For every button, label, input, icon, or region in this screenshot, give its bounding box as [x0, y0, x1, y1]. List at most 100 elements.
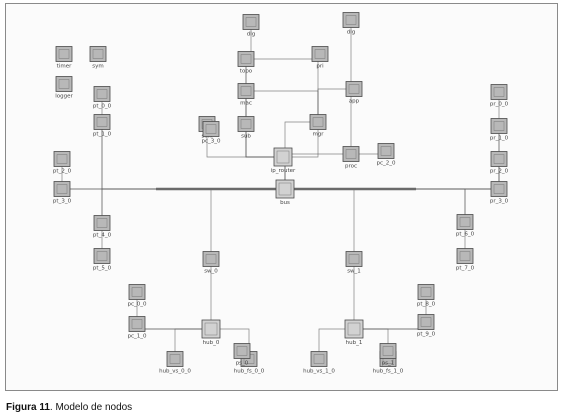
node-box: [490, 84, 508, 100]
node-pr-3-0: pr_3_0: [490, 181, 509, 205]
node-icon: [312, 117, 324, 127]
connector-line: [101, 122, 285, 190]
connector-line: [61, 159, 285, 190]
node-box: [53, 151, 71, 167]
node-label: pr_2_0: [490, 169, 509, 175]
node-icon: [131, 287, 143, 297]
connector-line: [246, 54, 321, 60]
node-icon: [96, 218, 108, 228]
node-label: mac: [240, 101, 252, 107]
node-icon: [56, 154, 68, 164]
connector-line: [354, 322, 427, 330]
node-box: [128, 316, 146, 332]
node-sub: sub: [237, 116, 255, 140]
node-icon: [420, 317, 432, 327]
node-label: mgr: [312, 132, 324, 138]
node-icon: [493, 87, 505, 97]
node-box: [490, 118, 508, 134]
node-icon: [382, 346, 394, 356]
node-icon: [96, 89, 108, 99]
node-label: pt_4_0: [93, 233, 112, 239]
node-label: topo: [240, 69, 253, 75]
node-box: [55, 76, 73, 92]
node-hub-vs-0-0: hub_vs_0_0: [159, 351, 191, 375]
node-label: dlg: [347, 30, 356, 36]
node-box: [202, 121, 220, 137]
figure-frame: dlgdlgtimersymloggertopoprimacappsinksub…: [5, 3, 558, 391]
node-label: app: [349, 99, 360, 105]
node-label: pc_2_0: [376, 161, 396, 167]
connector-line: [285, 188, 466, 256]
node-dlg: dlg: [342, 12, 360, 36]
node-box: [237, 116, 255, 132]
node-box: [456, 214, 474, 230]
node-icon: [420, 287, 432, 297]
node-box: [93, 114, 111, 130]
node-box: [128, 284, 146, 300]
node-label: sym: [92, 64, 103, 70]
node-icon: [459, 217, 471, 227]
node-sw-0: sw_0: [202, 251, 220, 275]
node-box: [456, 248, 474, 264]
node-box: [242, 14, 260, 30]
node-label: dlg: [247, 32, 256, 38]
caption-label: Figura 11: [6, 402, 50, 413]
connector-line: [285, 188, 355, 259]
node-box: [345, 251, 363, 267]
node-pr-1-0: pr_1_0: [490, 118, 509, 142]
node-mac: mac: [237, 83, 255, 107]
node-icon: [96, 251, 108, 261]
node-label: pc_0_0: [127, 302, 147, 308]
connector-line: [101, 188, 285, 223]
node-label: sw_1: [347, 269, 361, 275]
node-label: bus: [280, 200, 290, 206]
node-box: [342, 146, 360, 162]
node-label: pt_9_0: [417, 332, 436, 338]
connector-line: [284, 121, 318, 189]
node-label: hub_0: [203, 340, 220, 346]
node-label: sw_0: [204, 269, 218, 275]
node-label: pri: [316, 64, 324, 70]
node-label: pt_0_0: [93, 104, 112, 110]
connector-line: [246, 90, 319, 122]
node-icon: [236, 346, 248, 356]
node-icon: [205, 254, 217, 264]
node-hub-1: hub_1: [344, 319, 364, 346]
connector-line: [136, 324, 211, 330]
node-label: sub: [241, 134, 251, 140]
node-sym: sym: [89, 46, 107, 70]
node-pt-1-0: pt_1_0: [93, 114, 112, 138]
caption-text: . Modelo de nodos: [49, 402, 133, 413]
node-box: [53, 181, 71, 197]
node-topo: topo: [237, 51, 255, 75]
node-label: pr_0_0: [490, 102, 509, 108]
node-icon: [314, 49, 326, 59]
node-box: [93, 248, 111, 264]
node-box: [311, 46, 329, 62]
node-ip-router: ip_router: [271, 147, 296, 174]
node-icon: [58, 49, 70, 59]
node-ps-1: ps_1: [379, 343, 397, 367]
node-icon: [131, 319, 143, 329]
node-pt-7-0: pt_7_0: [456, 248, 475, 272]
node-box: [377, 143, 395, 159]
connector-line: [136, 292, 211, 330]
node-box: [233, 343, 251, 359]
node-icon: [345, 15, 357, 25]
node-label: hub_vs_0_0: [159, 369, 191, 375]
node-box: [166, 351, 184, 367]
node-icon: [493, 121, 505, 131]
node-box: [273, 147, 293, 167]
node-label: pt_1_0: [93, 132, 112, 138]
node-pri: pri: [311, 46, 329, 70]
node-box: [89, 46, 107, 62]
node-icon: [204, 322, 218, 336]
node-label: hub_vs_1_0: [303, 369, 335, 375]
node-box: [93, 215, 111, 231]
node-label: pt_7_0: [456, 266, 475, 272]
node-icon: [313, 354, 325, 364]
connector-line: [318, 328, 354, 359]
node-label: pr_1_0: [490, 136, 509, 142]
node-app: app: [345, 81, 363, 105]
node-icon: [345, 149, 357, 159]
